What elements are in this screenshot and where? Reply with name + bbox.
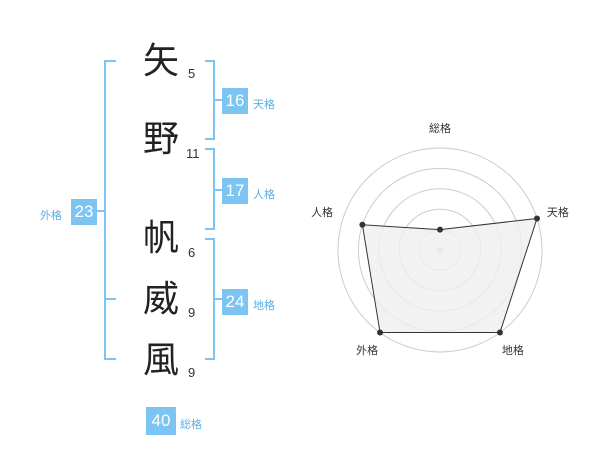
jinkaku-value: 17	[222, 178, 248, 204]
stroke-count-3: 6	[188, 245, 196, 260]
tenkaku-label: 天格	[253, 98, 275, 111]
radar-point-2	[534, 215, 541, 222]
chikaku-value: 24	[222, 289, 248, 315]
tenkaku-value: 16	[222, 88, 248, 114]
jinkaku-stub	[215, 189, 222, 191]
gaikaku-value: 23	[71, 199, 97, 225]
radar-point-3	[496, 329, 503, 336]
stroke-count-2: 11	[186, 146, 200, 161]
radar-point-4	[377, 329, 384, 336]
radar-label-1: 総格	[429, 122, 451, 135]
chikaku-label: 地格	[253, 299, 275, 312]
tenkaku-stub	[215, 99, 222, 101]
soukaku-label: 総格	[180, 418, 202, 431]
radar-label-5: 人格	[311, 205, 334, 219]
radar-ring-5	[337, 147, 543, 353]
radar-point-5	[359, 221, 366, 228]
radar-label-4: 外格	[356, 344, 379, 358]
tenkaku-bracket	[205, 60, 215, 140]
stroke-count-1: 5	[188, 66, 196, 81]
stroke-count-4: 9	[188, 305, 196, 320]
jinkaku-label: 人格	[253, 188, 275, 201]
chikaku-stub	[215, 298, 222, 300]
name-char-2: 野	[143, 119, 180, 160]
name-char-3: 帆	[143, 218, 180, 259]
gaikaku-inner-stub	[104, 298, 116, 300]
radar-point-1	[437, 226, 443, 233]
radar-label-3: 地格	[501, 344, 524, 358]
name-char-4: 威	[143, 279, 180, 320]
name-char-1: 矢	[143, 41, 180, 82]
chikaku-bracket	[205, 238, 215, 360]
radar-label-2: 天格	[546, 205, 569, 219]
name-char-5: 風	[143, 340, 180, 381]
jinkaku-bracket	[205, 148, 215, 230]
gaikaku-label: 外格	[40, 209, 62, 222]
radar-polygon	[361, 217, 538, 334]
soukaku-value: 40	[146, 407, 176, 435]
gaikaku-stub	[97, 210, 106, 212]
stroke-count-5: 9	[188, 365, 196, 380]
